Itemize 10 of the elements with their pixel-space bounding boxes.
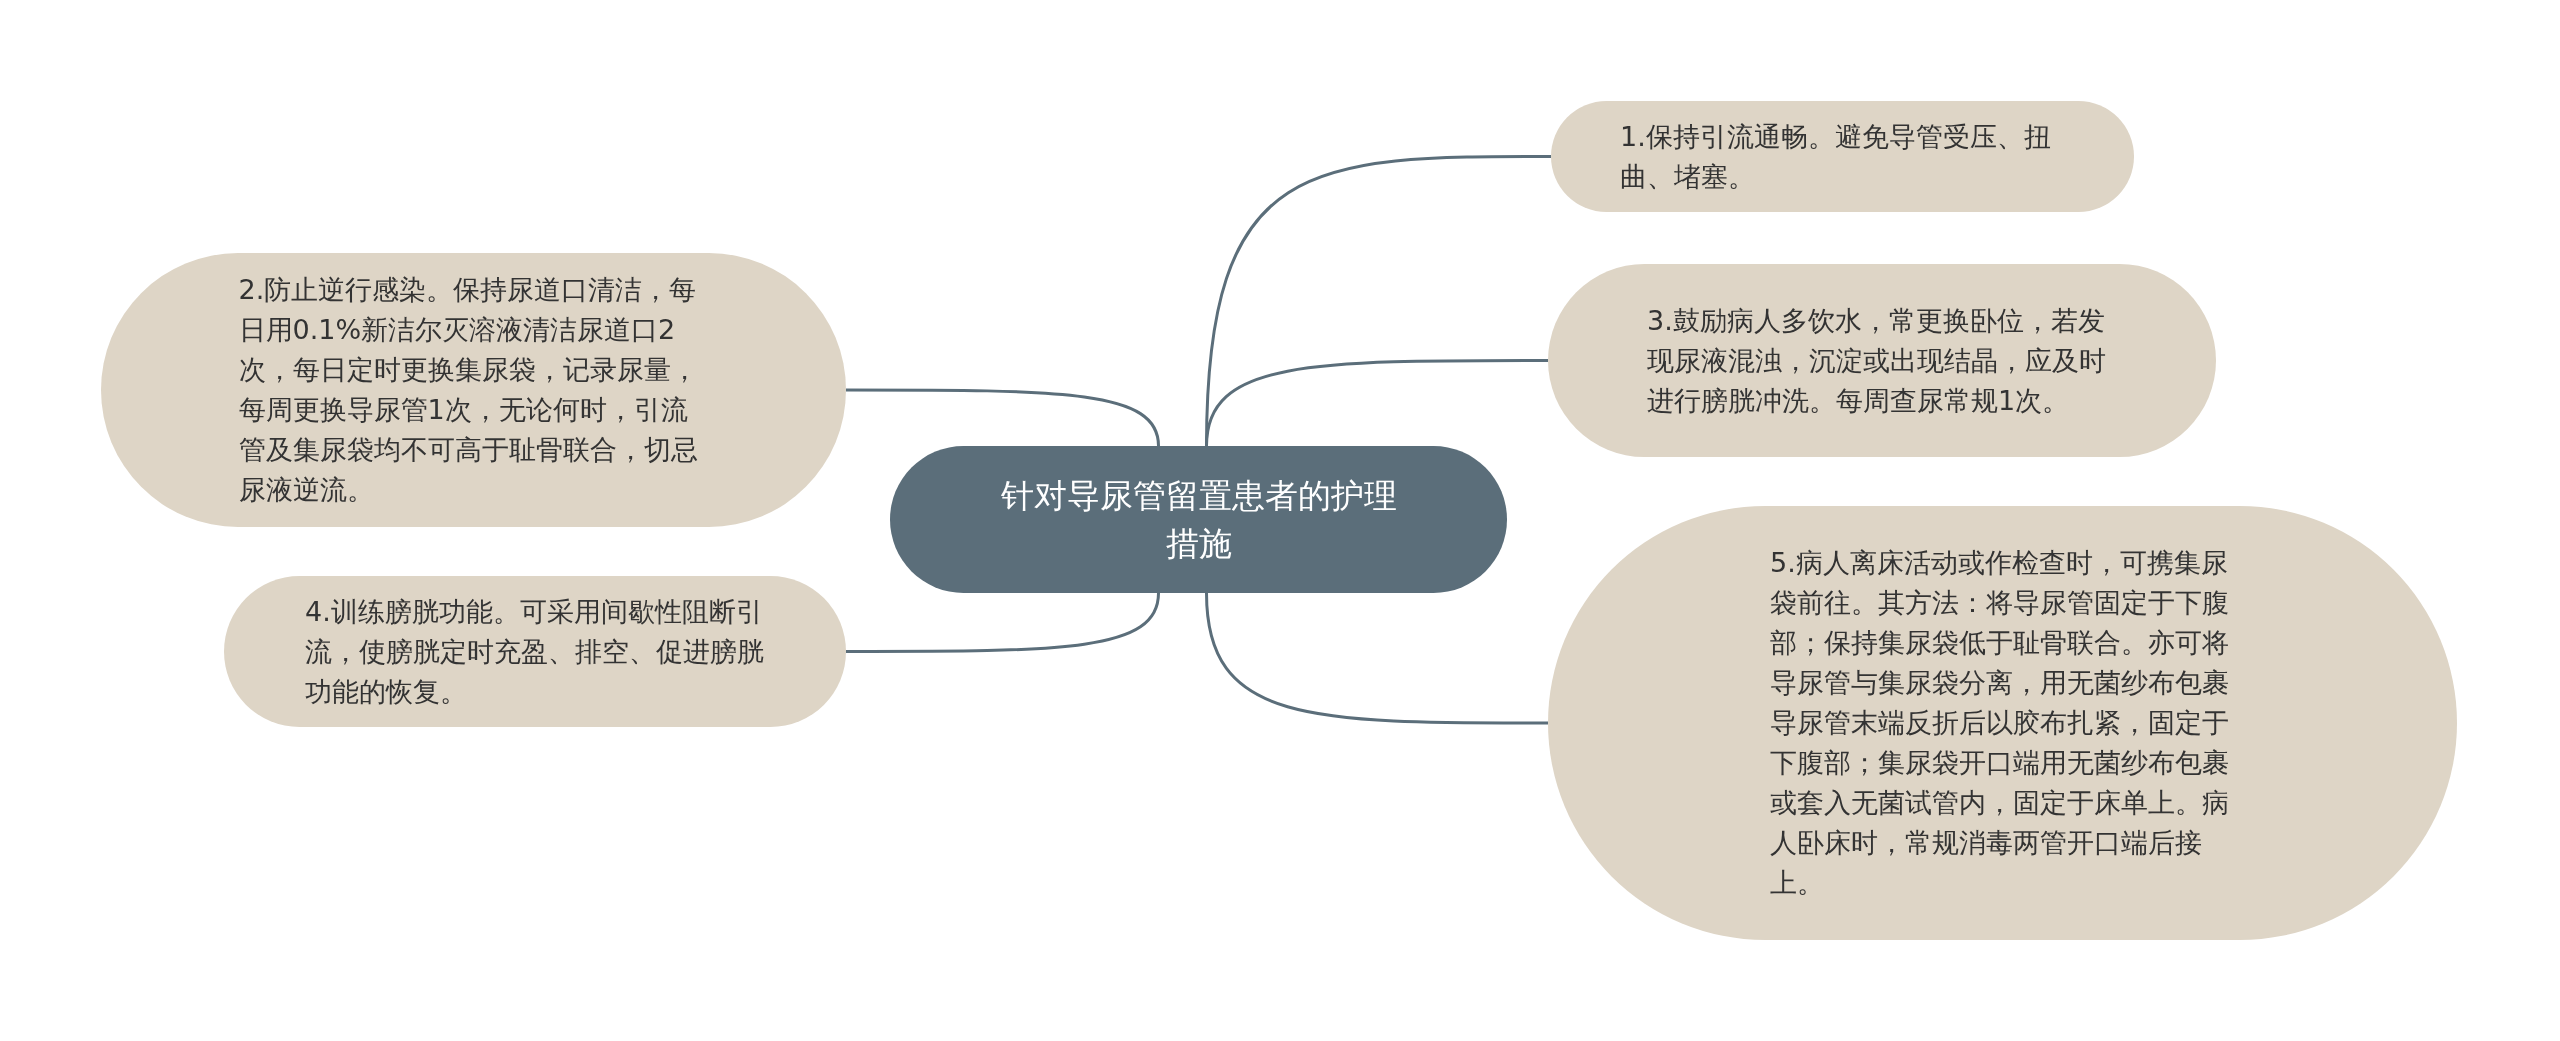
connector-line xyxy=(1205,359,1548,447)
connector-line xyxy=(846,592,1160,653)
topic-box: 3.鼓励病人多饮水，常更换卧位，若发现尿液混浊，沉淀或出现结晶，应及时进行膀胱冲洗。每周查尿常规1次。 xyxy=(1548,264,2216,457)
topic-box: 1.保持引流通畅。避免导管受压、扭曲、堵塞。 xyxy=(1551,101,2134,212)
topic-box: 5.病人离床活动或作检查时，可携集尿袋前往。其方法：将导尿管固定于下腹部；保持集尿袋低于耻骨联合。亦可将导尿管与集尿袋分离，用无菌纱布包裹导尿管末端反折后以胶布扎紧，固定于下腹部；集尿袋开口端用无菌纱布包裹或套入无菌试管内，固定于床单上。病人卧床时，常规消毒两管开口端后接上。 xyxy=(1548,506,2457,940)
topic-box: 4.训练膀胱功能。可采用间歇性阻断引流，使膀胱定时充盈、排空、促进膀胱功能的恢复。 xyxy=(224,576,846,727)
connector-line xyxy=(846,388,1160,447)
central-topic: 针对导尿管留置患者的护理措施 xyxy=(890,446,1507,593)
connector-line xyxy=(1205,592,1548,725)
topic-box: 2.防止逆行感染。保持尿道口清洁，每日用0.1%新洁尔灭溶液清洁尿道口2次，每日定时更换集尿袋，记录尿量，每周更换导尿管1次，无论何时，引流管及集尿袋均不可高于耻骨联合，切忌尿液逆流。 xyxy=(101,253,846,527)
